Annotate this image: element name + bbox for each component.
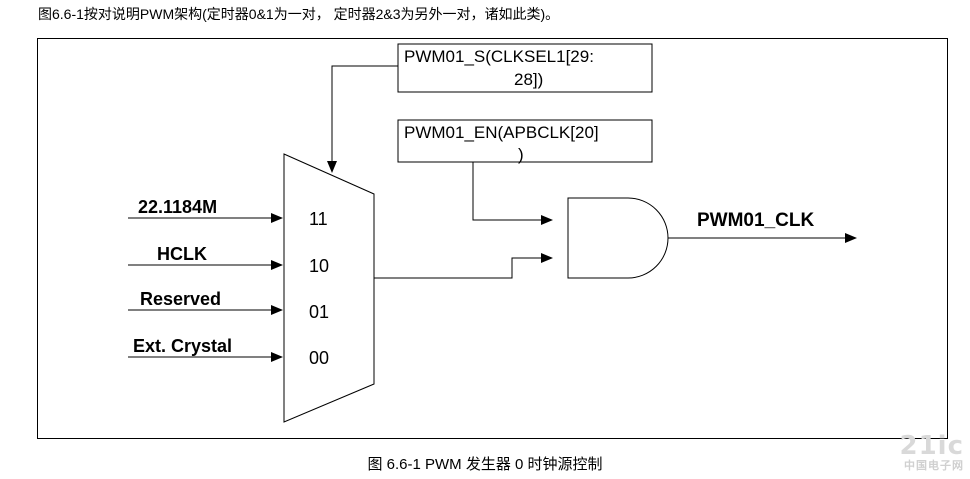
top-caption: 图6.6-1按对说明PWM架构(定时器0&1为一对， 定时器2&3为另外一对，诸… xyxy=(38,6,560,22)
multiplexer xyxy=(283,153,375,423)
select-register-box xyxy=(397,43,653,93)
output-label: PWM01_CLK xyxy=(697,210,814,231)
select-line xyxy=(327,65,398,173)
select-register-line2: 28]) xyxy=(514,70,543,89)
watermark-main: 21ic xyxy=(899,431,964,461)
input-label-hclk: HCLK xyxy=(157,244,207,264)
mux-code-00: 00 xyxy=(309,348,329,368)
input-label-reserved: Reserved xyxy=(140,289,221,309)
input-label-crystal: Ext. Crystal xyxy=(133,336,232,356)
input-label-22m: 22.1184M xyxy=(138,197,217,217)
select-register-line1: PWM01_S(CLKSEL1[29: xyxy=(404,47,594,66)
enable-line xyxy=(472,162,553,225)
and-gate xyxy=(567,197,669,279)
watermark-sub: 中国电子网 xyxy=(904,459,964,472)
mux-code-01: 01 xyxy=(309,302,329,322)
mux-output-line xyxy=(374,253,553,279)
bottom-caption: 图 6.6-1 PWM 发生器 0 时钟源控制 xyxy=(367,456,603,473)
watermark-logo: 21ic 中国电子网 xyxy=(899,431,964,473)
enable-register-line1: PWM01_EN(APBCLK[20] xyxy=(404,123,599,142)
mux-code-10: 10 xyxy=(309,256,329,276)
diagram-frame xyxy=(37,38,948,439)
enable-register-line2: ) xyxy=(518,145,524,164)
mux-code-11: 11 xyxy=(309,209,328,229)
enable-register-box xyxy=(397,119,653,163)
